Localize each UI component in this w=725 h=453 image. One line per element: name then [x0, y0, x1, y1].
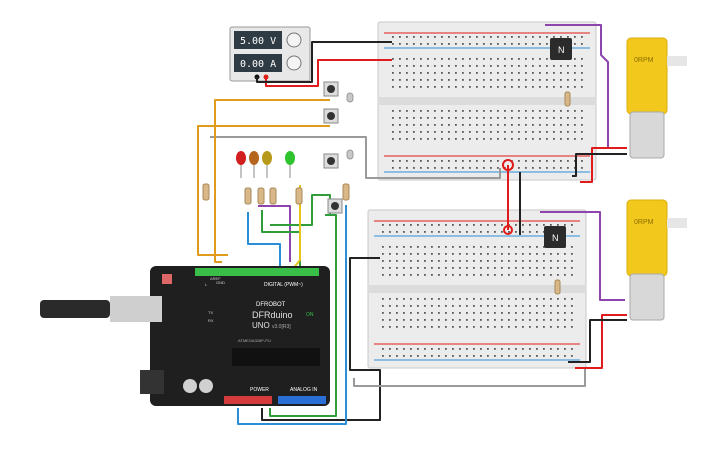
gray-led-1 — [346, 92, 354, 103]
gray-led-2 — [346, 149, 354, 160]
led-brown — [249, 151, 259, 165]
svg-text:DIGITAL (PWM~): DIGITAL (PWM~) — [264, 282, 303, 288]
wire-gnd-gray — [210, 136, 501, 179]
svg-text:POWER: POWER — [250, 387, 269, 393]
resistor-3 — [257, 187, 265, 205]
current-readout: 0.00 A — [240, 59, 276, 70]
wire-purple-bottom — [540, 211, 625, 301]
transistor-top[interactable]: N — [550, 38, 572, 60]
svg-text:0RPM: 0RPM — [634, 219, 654, 226]
svg-text:DFRduino: DFRduino — [252, 310, 293, 320]
resistor-6 — [342, 183, 350, 201]
push-buttons — [323, 81, 343, 214]
power-supply[interactable]: 5.00 V 0.00 A — [229, 26, 311, 82]
breadboard-bottom[interactable] — [367, 209, 587, 369]
wires — [197, 24, 627, 425]
breadboard-top[interactable] — [377, 21, 597, 181]
resistor-5 — [295, 187, 303, 205]
led-green — [285, 151, 295, 165]
svg-text:RX: RX — [208, 318, 214, 323]
svg-text:GND: GND — [216, 280, 225, 285]
svg-text:N: N — [558, 45, 565, 55]
transistor-bottom[interactable]: N — [544, 226, 566, 248]
resistor-2 — [244, 187, 252, 205]
svg-text:L: L — [205, 282, 208, 287]
svg-text:0RPM: 0RPM — [634, 57, 654, 64]
motor-top[interactable]: 0RPM — [626, 37, 687, 159]
resistor-1 — [202, 183, 210, 201]
svg-text:AREF: AREF — [210, 276, 221, 281]
voltage-readout: 5.00 V — [240, 36, 276, 47]
svg-text:UNO: UNO — [252, 321, 270, 330]
arduino-board[interactable]: DFROBOT DFRduino UNO v3.0[R3] DIGITAL (P… — [40, 266, 330, 406]
svg-text:ATMEGA328P-PU: ATMEGA328P-PU — [238, 338, 271, 343]
wire-orange-2 — [197, 125, 330, 256]
wire-motor-top-red — [580, 147, 627, 183]
svg-text:v3.0[R3]: v3.0[R3] — [272, 324, 291, 330]
wire-supply-negative — [256, 41, 392, 83]
resistor-top-bb — [564, 91, 571, 107]
motor-bottom[interactable]: 0RPM — [626, 199, 687, 321]
resistor-bottom-bb — [554, 279, 561, 295]
wire-motor-bot-black — [568, 319, 627, 363]
svg-text:ANALOG IN: ANALOG IN — [290, 387, 318, 393]
led-olive — [262, 151, 272, 165]
svg-text:ON: ON — [306, 312, 314, 318]
wire-gnd-black — [261, 257, 381, 421]
led-red — [236, 151, 246, 165]
wire-motor-bot-red — [575, 314, 627, 369]
svg-text:N: N — [552, 233, 559, 243]
resistors — [202, 91, 571, 295]
led-group — [236, 151, 295, 178]
wire-orange-1 — [214, 99, 330, 263]
resistor-4 — [269, 187, 277, 205]
wire-green-3 — [269, 214, 337, 417]
svg-text:TX: TX — [208, 310, 213, 315]
wire-gray-bottom — [353, 368, 586, 387]
svg-text:DFROBOT: DFROBOT — [256, 302, 286, 308]
wire-purple-top — [545, 24, 609, 148]
indicator-leds — [346, 92, 354, 160]
breadboard-bottom-holes — [382, 224, 573, 357]
breadboard-top-holes — [392, 36, 583, 169]
wire-blue-1 — [247, 212, 281, 270]
current-knob[interactable] — [286, 55, 302, 71]
usb-port[interactable] — [110, 296, 162, 322]
wire-purple-led — [258, 205, 291, 262]
power-jack[interactable] — [140, 370, 164, 394]
voltage-knob[interactable] — [286, 32, 302, 48]
wire-motor-top-black — [572, 153, 627, 177]
wire-blue-2 — [237, 205, 347, 425]
